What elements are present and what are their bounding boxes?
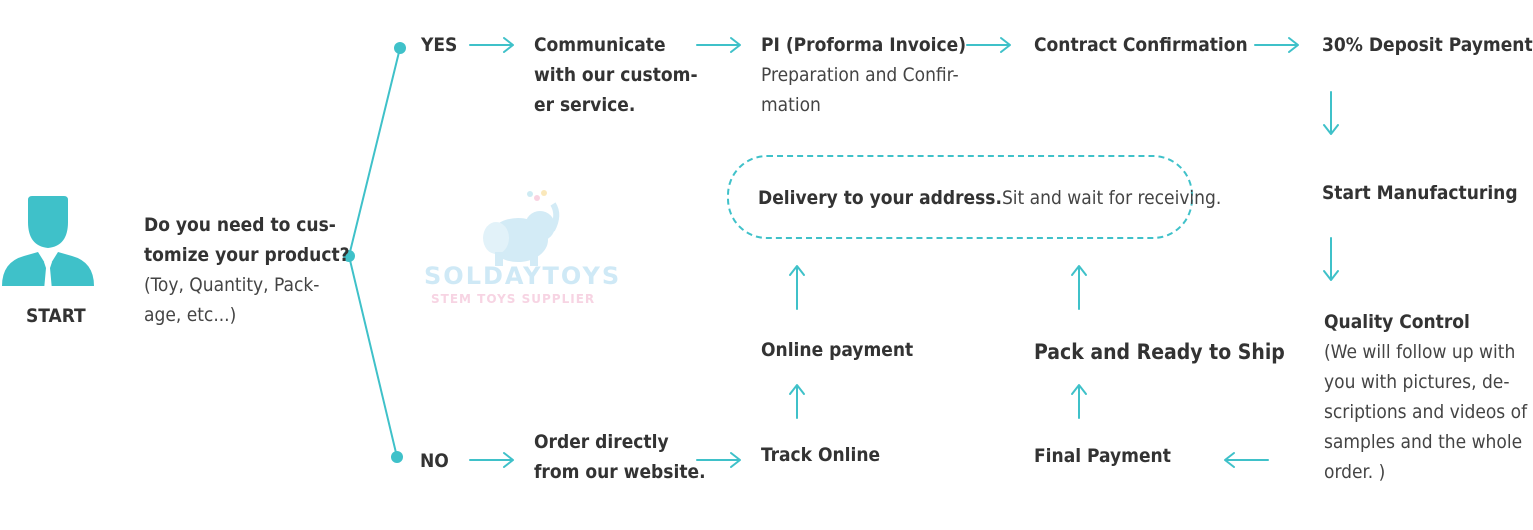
- question-sub-1: (Toy, Quantity, Pack-: [144, 274, 320, 296]
- delivery-box: [727, 155, 1193, 239]
- deposit-payment: 30% Deposit Payment: [1322, 34, 1533, 56]
- arrow-no-to-order: [469, 452, 514, 468]
- delivery-bold: Delivery to your address.: [758, 187, 1002, 209]
- yes-label: YES: [421, 34, 458, 56]
- qc-sub-2: you with pictures, de-: [1324, 371, 1510, 393]
- yes-node: [394, 42, 406, 54]
- final-payment: Final Payment: [1034, 445, 1171, 467]
- start-manufacturing: Start Manufacturing: [1322, 182, 1518, 204]
- contract-confirmation: Contract Confirmation: [1034, 34, 1248, 56]
- arrow-pack-to-delivery: [1071, 265, 1087, 310]
- arrow-final-payment-to-pack: [1071, 384, 1087, 419]
- branch-line-yes: [348, 47, 401, 257]
- delivery-text: Delivery to your address.Sit and wait fo…: [758, 183, 1221, 213]
- arrow-contract-to-deposit: [1254, 37, 1299, 53]
- arrow-yes-to-communicate: [469, 37, 514, 53]
- watermark-tagline: STEM TOYS SUPPLIER: [431, 292, 596, 306]
- qc-sub-1: (We will follow up with: [1324, 341, 1516, 363]
- arrow-deposit-to-manufacturing: [1323, 91, 1339, 135]
- watermark-brand: SOLDAYTOYS: [424, 262, 622, 290]
- qc-sub-3: scriptions and videos of: [1324, 401, 1528, 423]
- qc-sub-4: samples and the whole: [1324, 431, 1523, 453]
- online-payment: Online payment: [761, 339, 914, 361]
- branch-node: [343, 250, 355, 262]
- start-label: START: [26, 305, 86, 327]
- communicate-line-1: Communicate: [534, 34, 666, 56]
- tie-icon: [44, 262, 52, 294]
- branch-line-no: [348, 255, 398, 458]
- arrow-communicate-to-pi: [696, 37, 741, 53]
- question-line-2: tomize your product?: [144, 244, 350, 266]
- qc-sub-5: order. ): [1324, 461, 1386, 483]
- order-line-1: Order directly: [534, 431, 669, 453]
- arrow-manufacturing-to-qc: [1323, 237, 1339, 281]
- pi-sub-1: Preparation and Confir-: [761, 64, 959, 86]
- arrow-track-to-online-payment: [789, 384, 805, 419]
- elephant-logo-icon: [483, 190, 560, 266]
- arrow-pi-to-contract: [966, 37, 1011, 53]
- no-label: NO: [420, 450, 449, 472]
- pi-sub-2: mation: [761, 94, 821, 116]
- communicate-line-2: with our custom-: [534, 64, 698, 86]
- pack-ready-to-ship: Pack and Ready to Ship: [1034, 340, 1285, 364]
- delivery-normal: Sit and wait for receiving.: [1001, 187, 1222, 209]
- no-node: [391, 451, 403, 463]
- communicate-line-3: er service.: [534, 94, 636, 116]
- qc-title: Quality Control: [1324, 311, 1470, 333]
- pi-title: PI (Proforma Invoice): [761, 34, 967, 56]
- question-line-1: Do you need to cus-: [144, 214, 336, 236]
- question-sub-2: age, etc...): [144, 304, 237, 326]
- track-online: Track Online: [761, 444, 881, 466]
- arrow-qc-to-final-payment: [1224, 452, 1269, 468]
- arrow-online-payment-to-delivery: [789, 265, 805, 310]
- order-line-2: from our website.: [534, 461, 706, 483]
